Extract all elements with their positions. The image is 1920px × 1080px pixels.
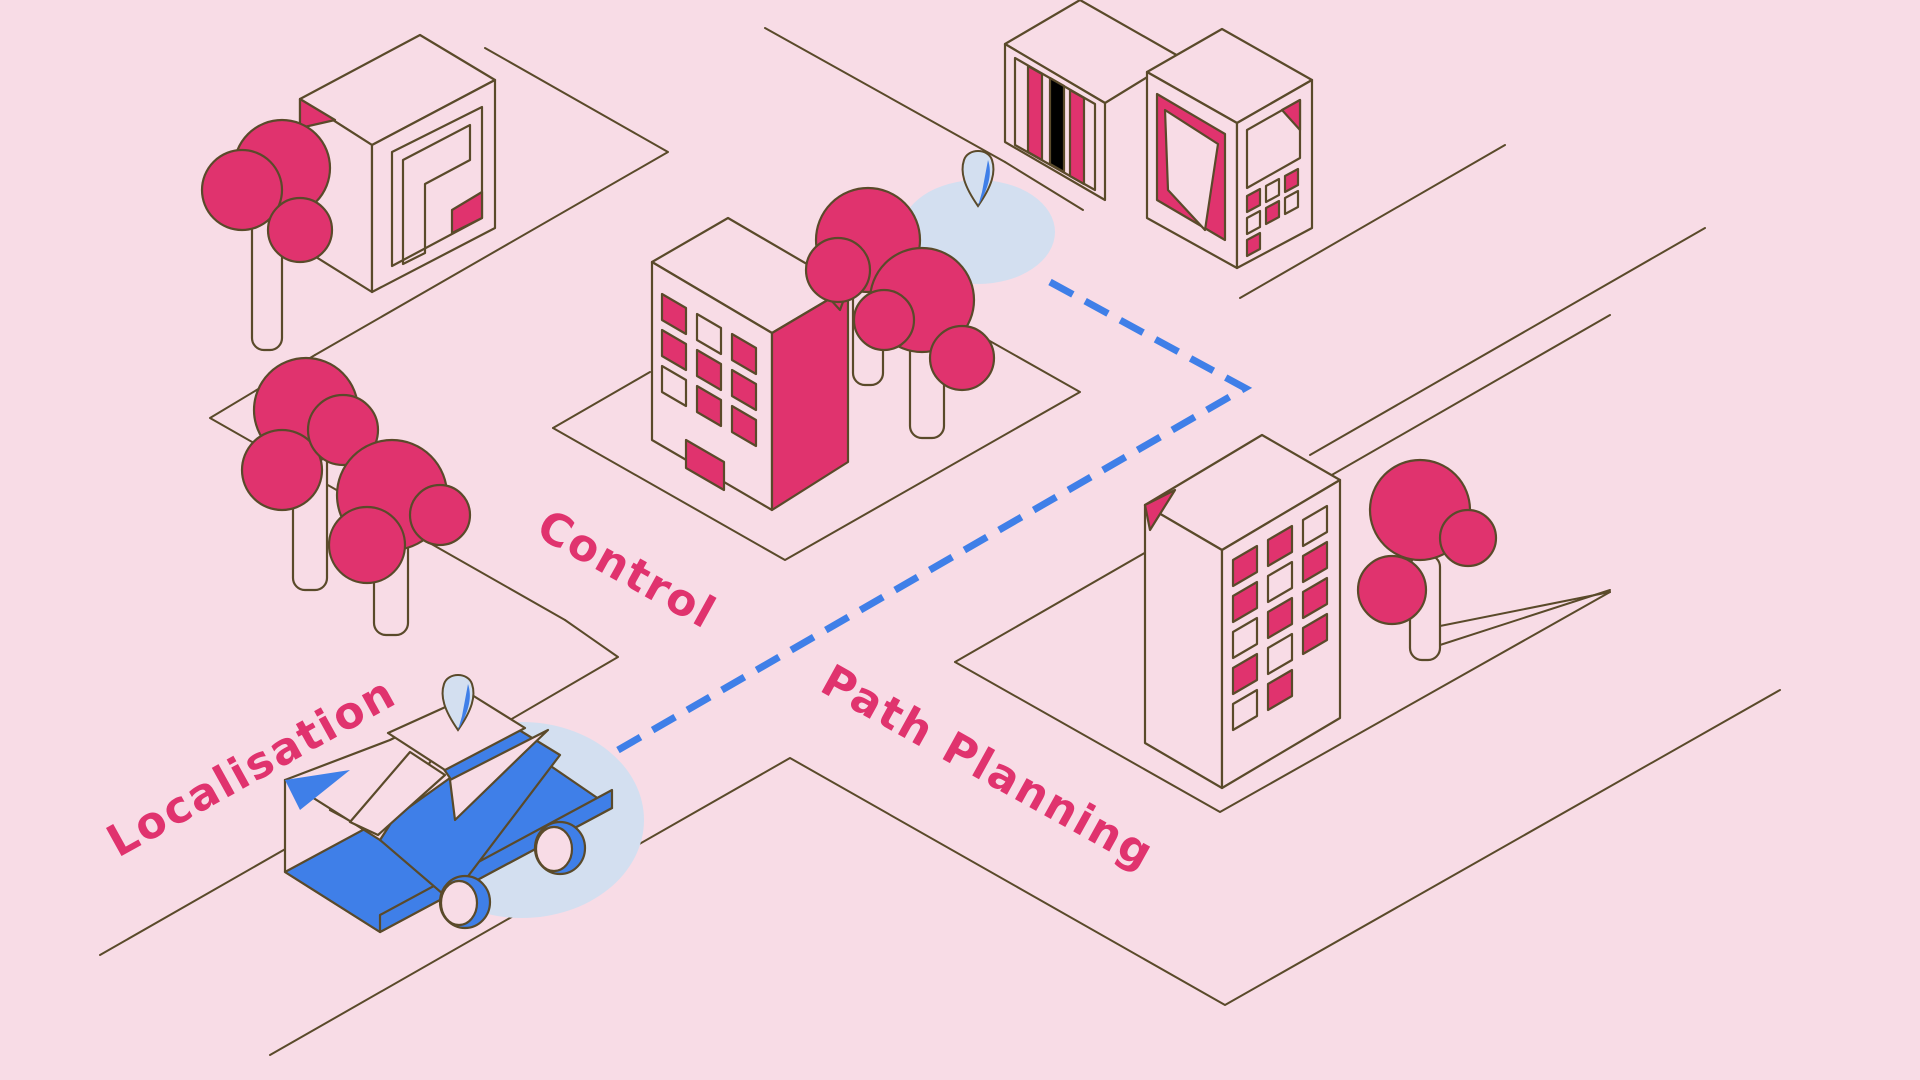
path-route bbox=[578, 278, 1253, 776]
car-icon bbox=[283, 693, 614, 934]
tree-center-front bbox=[852, 246, 996, 440]
tree-left-front bbox=[327, 438, 472, 637]
building-top-right bbox=[1003, 0, 1314, 270]
building-right bbox=[1143, 433, 1342, 790]
path-planning-label: Path Planning bbox=[813, 655, 1163, 880]
tree-top-left bbox=[200, 118, 334, 352]
start-pin-icon bbox=[441, 674, 475, 732]
control-label: Control bbox=[529, 500, 725, 640]
tree-left-back bbox=[240, 356, 380, 592]
building-center bbox=[650, 216, 850, 512]
goal-pin-icon bbox=[961, 150, 995, 208]
tree-right bbox=[1356, 458, 1498, 662]
